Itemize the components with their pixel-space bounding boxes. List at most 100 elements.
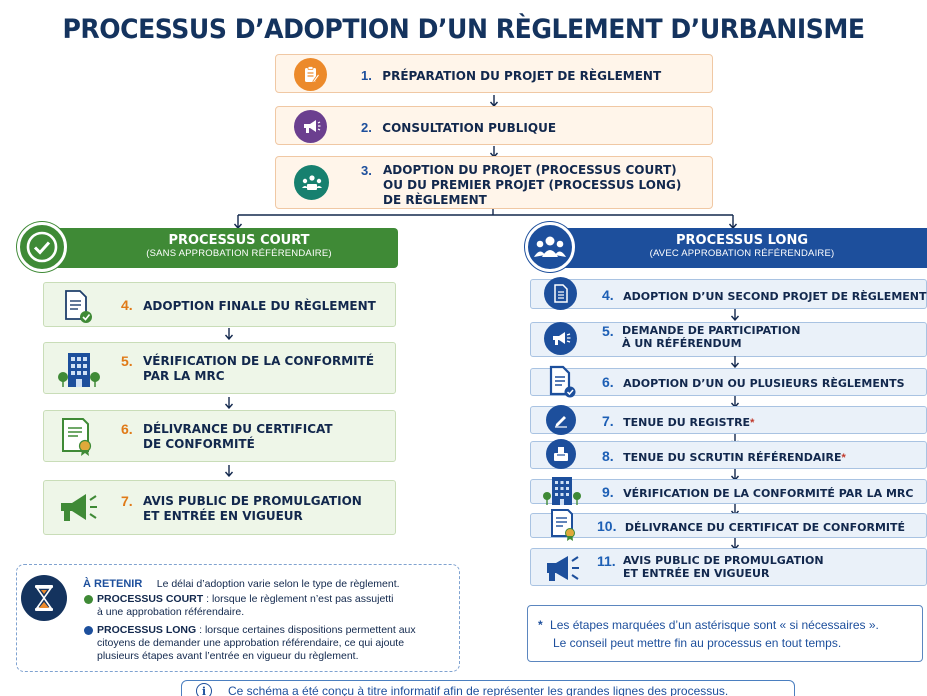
step-number: 5. bbox=[121, 353, 133, 369]
building-icon bbox=[56, 349, 102, 394]
long-step-11 bbox=[530, 548, 927, 586]
step-label-line: ET ENTRÉE EN VIGUEUR bbox=[143, 509, 303, 523]
blue-dot-icon bbox=[84, 626, 93, 635]
note-star: * bbox=[538, 618, 543, 632]
court-header bbox=[40, 228, 398, 268]
step-number: 6. bbox=[121, 421, 133, 437]
step-label: VÉRIFICATION DE LA CONFORMITÉ PAR LA MRC bbox=[623, 487, 914, 500]
green-dot-icon bbox=[84, 595, 93, 604]
court-step-4: 4. ADOPTION FINALE DU RÈGLEMENT bbox=[43, 282, 396, 327]
step-label-line: DE CONFORMITÉ bbox=[143, 437, 255, 451]
group-icon bbox=[525, 222, 575, 272]
long-step-5 bbox=[530, 322, 927, 357]
document-check-icon bbox=[548, 365, 578, 404]
step-number: 7. bbox=[121, 493, 133, 509]
building-icon bbox=[542, 474, 582, 511]
long-term: PROCESSUS LONG bbox=[97, 624, 197, 636]
step-number: 11. bbox=[597, 553, 616, 569]
ballot-box-icon bbox=[546, 439, 576, 469]
step-2-box: 2. CONSULTATION PUBLIQUE bbox=[275, 106, 713, 145]
certificate-icon bbox=[60, 417, 96, 462]
long-desc-cont: plusieurs étapes avant l’entrée en vigue… bbox=[97, 650, 359, 662]
step-label: CONSULTATION PUBLIQUE bbox=[382, 121, 557, 135]
asterisk-note: * Les étapes marquées d’un astérisque so… bbox=[527, 605, 923, 662]
long-desc: : lorsque certaines dispositions permett… bbox=[196, 624, 416, 636]
step-number: 5. bbox=[602, 323, 614, 339]
step-label: ADOPTION D’UN SECOND PROJET DE RÈGLEMENT bbox=[623, 290, 927, 303]
step-number: 8. bbox=[602, 448, 614, 464]
certificate-icon bbox=[550, 508, 578, 547]
court-desc-cont: à une approbation référendaire. bbox=[97, 606, 245, 618]
step-number: 9. bbox=[602, 484, 614, 500]
arrow-down-icon bbox=[730, 309, 740, 321]
hourglass-icon bbox=[21, 575, 67, 621]
retain-heading: À RETENIR bbox=[83, 578, 143, 590]
arrow-down-icon bbox=[730, 356, 740, 368]
info-footer: i Ce schéma a été conçu à titre informat… bbox=[181, 680, 795, 696]
step-label-line: VÉRIFICATION DE LA CONFORMITÉ bbox=[143, 354, 375, 368]
document-check-icon bbox=[62, 289, 96, 330]
info-icon: i bbox=[196, 683, 212, 696]
step-number: 6. bbox=[602, 374, 614, 390]
long-step-10 bbox=[530, 513, 927, 538]
step-label: ADOPTION FINALE DU RÈGLEMENT bbox=[143, 299, 376, 313]
court-step-7: 7. AVIS PUBLIC DE PROMULGATION ET ENTRÉE… bbox=[43, 480, 396, 535]
step-number: 7. bbox=[602, 413, 614, 429]
long-step-6 bbox=[530, 368, 927, 396]
step-number: 1. bbox=[361, 68, 372, 83]
retain-box: À RETENIR Le délai d’adoption varie selo… bbox=[16, 564, 460, 672]
court-desc: : lorsque le règlement n’est pas assujet… bbox=[203, 593, 394, 605]
asterisk: * bbox=[841, 452, 846, 464]
long-step-4 bbox=[530, 279, 927, 309]
step-1-box: 1. PRÉPARATION DU PROJET DE RÈGLEMENT bbox=[275, 54, 713, 93]
megaphone-icon bbox=[58, 491, 100, 530]
note-line-1: Les étapes marquées d’un astérisque sont… bbox=[550, 618, 879, 632]
step-label-line: À UN RÉFÉRENDUM bbox=[622, 337, 742, 350]
check-circle-icon bbox=[17, 222, 67, 272]
step-label: TENUE DU SCRUTIN RÉFÉRENDAIRE bbox=[623, 451, 842, 464]
step-label: PRÉPARATION DU PROJET DE RÈGLEMENT bbox=[382, 69, 662, 83]
step-label: ADOPTION D’UN OU PLUSIEURS RÈGLEMENTS bbox=[623, 377, 905, 390]
long-header-title: PROCESSUS LONG bbox=[675, 233, 809, 248]
step-label-line: AVIS PUBLIC DE PROMULGATION bbox=[143, 494, 362, 508]
court-header-subtitle: (SANS APPROBATION RÉFÉRENDAIRE) bbox=[146, 248, 332, 259]
step-label-line: DE RÈGLEMENT bbox=[383, 193, 487, 207]
court-step-6: 6. DÉLIVRANCE DU CERTIFICAT DE CONFORMIT… bbox=[43, 410, 396, 462]
step-label-line: PAR LA MRC bbox=[143, 369, 225, 383]
step-label-line: ADOPTION DU PROJET (PROCESSUS COURT) bbox=[383, 163, 677, 177]
megaphone-icon bbox=[294, 110, 327, 143]
step-3-box: 3. ADOPTION DU PROJET (PROCESSUS COURT) … bbox=[275, 156, 713, 209]
long-step-8 bbox=[530, 441, 927, 469]
step-label-line: OU DU PREMIER PROJET (PROCESSUS LONG) bbox=[383, 178, 682, 192]
megaphone-icon bbox=[544, 322, 577, 355]
long-header bbox=[544, 228, 927, 268]
step-number: 4. bbox=[121, 297, 133, 313]
long-step-7 bbox=[530, 406, 927, 434]
arrow-down-icon bbox=[224, 397, 234, 409]
step-label-line: DÉLIVRANCE DU CERTIFICAT bbox=[143, 422, 333, 436]
court-header-title: PROCESSUS COURT bbox=[168, 233, 310, 248]
step-label: TENUE DU REGISTRE bbox=[623, 416, 751, 429]
step-label: DÉLIVRANCE DU CERTIFICAT DE CONFORMITÉ bbox=[624, 521, 906, 534]
step-label-line: AVIS PUBLIC DE PROMULGATION bbox=[623, 554, 824, 567]
step-number: 3. bbox=[361, 163, 372, 178]
arrow-down-icon bbox=[224, 465, 234, 477]
step-label-line: ET ENTRÉE EN VIGUEUR bbox=[623, 567, 770, 580]
step-number: 4. bbox=[602, 287, 614, 303]
long-step-9 bbox=[530, 479, 927, 504]
note-line-2: Le conseil peut mettre fin au processus … bbox=[553, 636, 842, 650]
asterisk: * bbox=[750, 417, 755, 429]
footer-text: Ce schéma a été conçu à titre informatif… bbox=[228, 684, 729, 696]
step-number: 10. bbox=[597, 518, 617, 534]
megaphone-icon bbox=[544, 553, 582, 588]
step-number: 2. bbox=[361, 120, 372, 135]
retain-intro: Le délai d’adoption varie selon le type … bbox=[156, 578, 400, 590]
document-icon bbox=[544, 277, 577, 310]
page-title: PROCESSUS D’ADOPTION D’UN RÈGLEMENT D’UR… bbox=[62, 14, 865, 45]
court-step-5: 5. VÉRIFICATION DE LA CONFORMITÉ PAR LA … bbox=[43, 342, 396, 394]
pen-icon bbox=[546, 405, 576, 435]
court-term: PROCESSUS COURT bbox=[97, 593, 204, 605]
long-desc-cont: citoyens de demander une approbation réf… bbox=[97, 637, 405, 649]
arrow-down-icon bbox=[224, 328, 234, 340]
meeting-icon bbox=[294, 165, 329, 200]
